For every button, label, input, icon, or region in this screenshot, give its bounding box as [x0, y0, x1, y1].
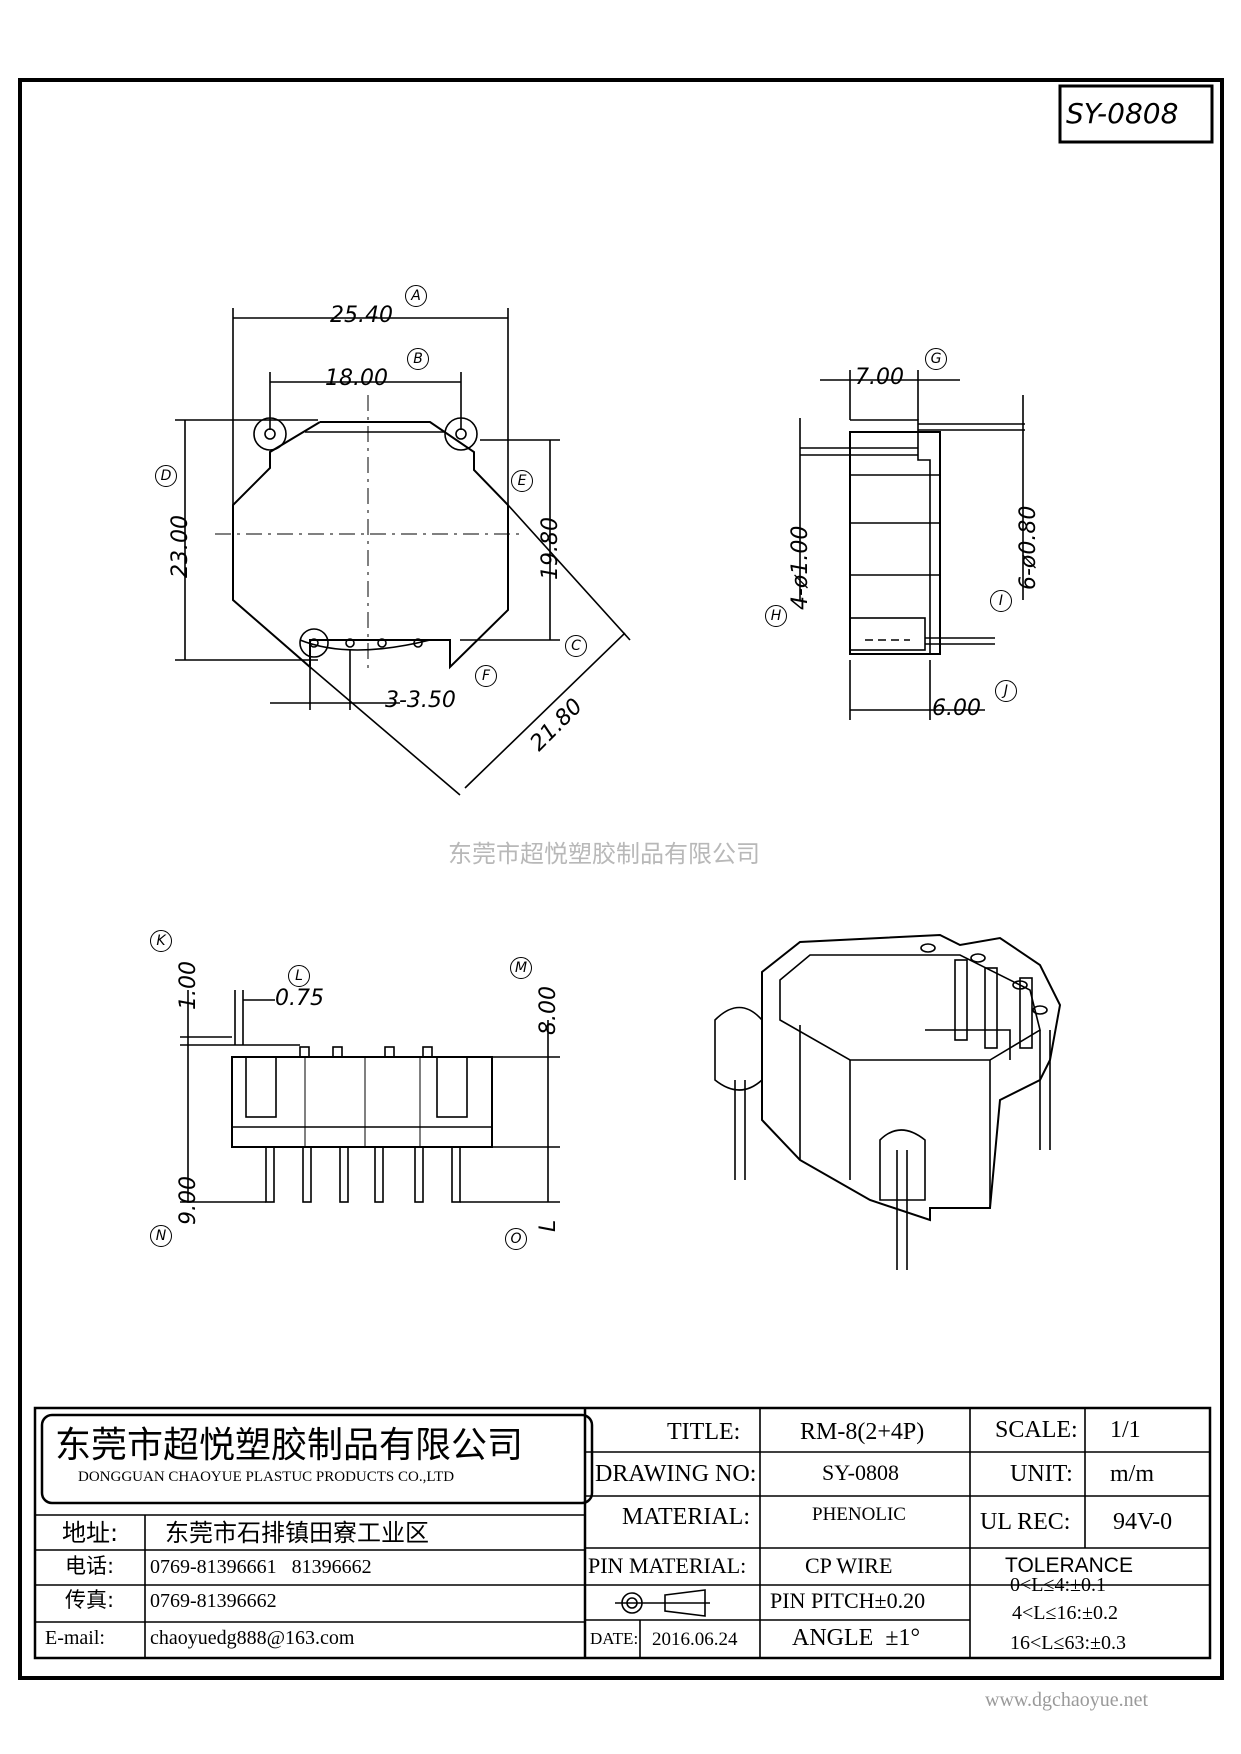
website-watermark: www.dgchaoyue.net	[985, 1689, 1149, 1711]
label-j: J	[995, 680, 1017, 702]
dim-o: L	[536, 1219, 561, 1232]
top-view	[175, 308, 631, 796]
tolerance-label: TOLERANCE	[1005, 1554, 1133, 1577]
fax-label: 传真:	[65, 1588, 115, 1612]
drawing-no-label: DRAWING NO:	[595, 1461, 757, 1487]
address-label: 地址:	[62, 1519, 119, 1547]
label-b: B	[407, 348, 429, 370]
dim-j: 6.00	[932, 696, 981, 721]
label-l: L	[288, 965, 310, 987]
dim-k: 1.00	[176, 961, 201, 1010]
dim-f: 3-3.50	[385, 688, 456, 713]
dim-m: 8.00	[536, 986, 561, 1035]
angle-tolerance: ANGLE ±1°	[792, 1625, 921, 1651]
tolerance-2: 4<L≤16:±0.2	[1012, 1602, 1119, 1624]
label-g: G	[925, 348, 947, 370]
phone-label: 电话:	[65, 1554, 115, 1578]
email-label: E-mail:	[45, 1627, 105, 1649]
material-label: MATERIAL:	[622, 1504, 750, 1530]
material-value: PHENOLIC	[812, 1504, 906, 1525]
fax-value: 0769-81396662	[150, 1590, 277, 1612]
front-view	[180, 990, 560, 1203]
dim-d: 23.00	[168, 515, 193, 578]
ul-value: 94V-0	[1113, 1509, 1173, 1535]
label-h: H	[765, 605, 787, 627]
title-block-lines	[33, 1406, 1212, 1660]
code-box	[1058, 84, 1214, 144]
tolerance-1: 0<L≤4:±0.1	[1010, 1574, 1107, 1596]
dim-e: 19.80	[538, 517, 563, 580]
unit-value: m/m	[1110, 1461, 1155, 1487]
pin-material-value: CP WIRE	[805, 1553, 893, 1578]
date-label: DATE:	[590, 1629, 639, 1648]
drawing-no-value: SY-0808	[822, 1460, 900, 1485]
company-name-cn: 东莞市超悦塑胶制品有限公司	[55, 1425, 524, 1466]
label-c: C	[565, 635, 587, 657]
label-a: A	[405, 285, 427, 307]
dim-h: 4-ø1.00	[788, 525, 813, 610]
sheet-border	[18, 78, 1224, 1680]
dim-b: 18.00	[325, 366, 388, 391]
date-value: 2016.06.24	[652, 1629, 738, 1650]
pin-pitch: PIN PITCH±0.20	[770, 1588, 926, 1613]
label-m: M	[510, 957, 532, 979]
label-d: D	[155, 465, 177, 487]
title-label: TITLE:	[667, 1419, 741, 1445]
label-n: N	[150, 1225, 172, 1247]
ul-label: UL REC:	[980, 1509, 1071, 1535]
company-name-en: DONGGUAN CHAOYUE PLASTUC PRODUCTS CO.,LT…	[78, 1469, 455, 1485]
pin-material-label: PIN MATERIAL:	[588, 1553, 747, 1578]
label-o: O	[505, 1228, 527, 1250]
dim-n: 9.00	[176, 1176, 201, 1225]
dim-a: 25.40	[330, 303, 393, 328]
isometric-view	[714, 933, 1062, 1270]
label-k: K	[150, 930, 172, 952]
unit-label: UNIT:	[1010, 1461, 1073, 1487]
scale-value: 1/1	[1110, 1417, 1141, 1443]
scale-label: SCALE:	[995, 1417, 1078, 1443]
email-value: chaoyuedg888@163.com	[150, 1627, 355, 1649]
title-value: RM-8(2+4P)	[800, 1419, 925, 1445]
tolerance-3: 16<L≤63:±0.3	[1010, 1632, 1127, 1654]
dim-i: 6-ø0.80	[1016, 505, 1041, 590]
label-e: E	[511, 470, 533, 492]
watermark-company: 东莞市超悦塑胶制品有限公司	[448, 840, 760, 868]
dim-g: 7.00	[855, 365, 904, 390]
label-i: I	[990, 590, 1012, 612]
drawing-code: SY-0808	[1066, 97, 1179, 130]
dim-l: 0.75	[275, 986, 324, 1011]
side-view	[799, 370, 1025, 720]
address-value: 东莞市石排镇田寮工业区	[165, 1519, 429, 1547]
phone-value: 0769-81396661 81396662	[150, 1556, 372, 1578]
label-f: F	[475, 665, 497, 687]
